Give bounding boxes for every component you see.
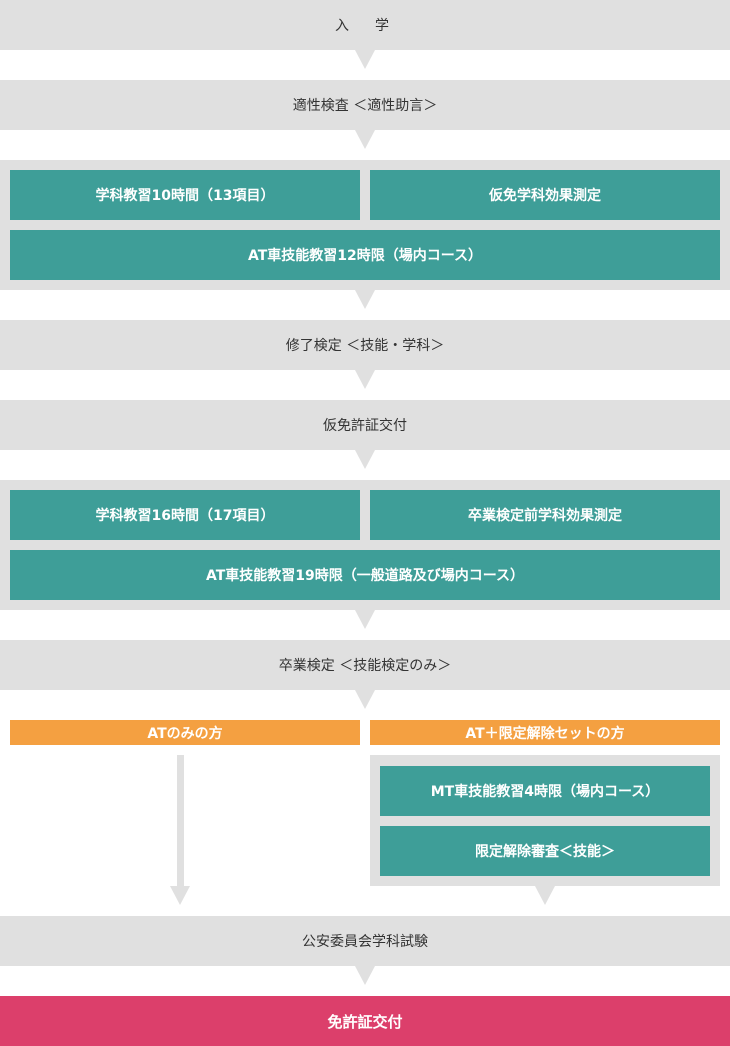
step-graduation-exam: 卒業検定 ＜技能検定のみ＞ xyxy=(0,640,730,690)
step-license-issue: 免許証交付 xyxy=(0,996,730,1046)
stage1-academic-label: 学科教習10時間（13項目） xyxy=(95,188,275,204)
arrow-down-icon xyxy=(355,690,375,709)
arrow-down-icon xyxy=(355,610,375,629)
arrow-down-icon xyxy=(355,290,375,309)
limit-review: 限定解除審査＜技能＞ xyxy=(380,826,710,876)
stage2-skill-lessons: AT車技能教習19時限（一般道路及び場内コース） xyxy=(10,550,720,600)
stage1-provisional-test: 仮免学科効果測定 xyxy=(370,170,720,220)
step-aptitude-test: 適性検査 ＜適性助言＞ xyxy=(0,80,730,130)
branch-at-only: ATのみの方 xyxy=(10,720,360,745)
branch-at-plus-label: AT＋限定解除セットの方 xyxy=(465,725,625,742)
step-completion-exam-label: 修了検定 ＜技能・学科＞ xyxy=(285,338,445,354)
stage2-skill-label: AT車技能教習19時限（一般道路及び場内コース） xyxy=(205,568,525,584)
stage2-academic-lessons: 学科教習16時間（17項目） xyxy=(10,490,360,540)
arrow-down-icon xyxy=(355,450,375,469)
limit-review-label: 限定解除審査＜技能＞ xyxy=(475,844,615,860)
arrow-down-icon xyxy=(355,130,375,149)
step-graduation-exam-label: 卒業検定 ＜技能検定のみ＞ xyxy=(278,658,452,674)
mt-skill-label: MT車技能教習4時限（場内コース） xyxy=(430,784,660,800)
left-branch-arrow-shaft xyxy=(177,755,184,887)
step-admission-label: 入 学 xyxy=(335,18,395,34)
stage2-pregrad-test-label: 卒業検定前学科効果測定 xyxy=(468,508,622,524)
arrow-down-icon xyxy=(355,370,375,389)
stage2-pregrad-test: 卒業検定前学科効果測定 xyxy=(370,490,720,540)
arrow-down-icon xyxy=(535,886,555,905)
branch-at-only-label: ATのみの方 xyxy=(147,725,223,742)
stage2-academic-label: 学科教習16時間（17項目） xyxy=(95,508,275,524)
stage1-skill-lessons: AT車技能教習12時限（場内コース） xyxy=(10,230,720,280)
arrow-down-icon xyxy=(355,50,375,69)
step-written-exam: 公安委員会学科試験 xyxy=(0,916,730,966)
step-provisional-license: 仮免許証交付 xyxy=(0,400,730,450)
arrow-down-icon xyxy=(355,966,375,985)
arrow-down-icon xyxy=(170,886,190,905)
step-provisional-license-label: 仮免許証交付 xyxy=(323,418,407,434)
step-aptitude-label: 適性検査 ＜適性助言＞ xyxy=(292,98,438,114)
step-completion-exam: 修了検定 ＜技能・学科＞ xyxy=(0,320,730,370)
step-written-exam-label: 公安委員会学科試験 xyxy=(302,934,428,950)
stage1-skill-label: AT車技能教習12時限（場内コース） xyxy=(247,248,483,264)
mt-skill-lessons: MT車技能教習4時限（場内コース） xyxy=(380,766,710,816)
step-license-issue-label: 免許証交付 xyxy=(327,1012,403,1031)
stage1-provisional-test-label: 仮免学科効果測定 xyxy=(489,188,601,204)
stage1-academic-lessons: 学科教習10時間（13項目） xyxy=(10,170,360,220)
branch-at-plus-unlimit: AT＋限定解除セットの方 xyxy=(370,720,720,745)
step-admission: 入 学 xyxy=(0,0,730,50)
